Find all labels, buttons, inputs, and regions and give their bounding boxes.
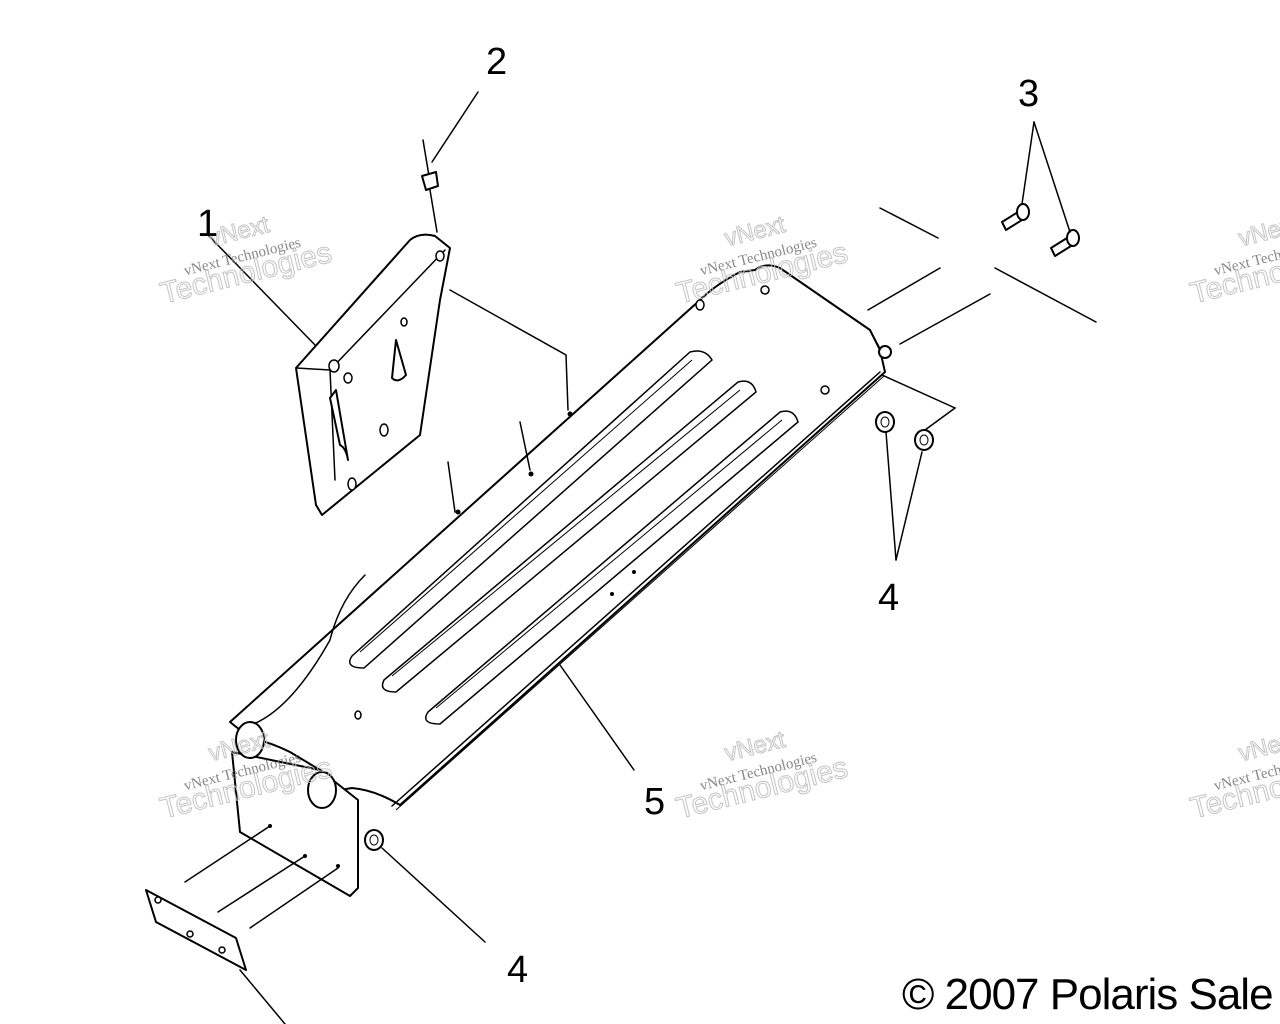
skid-plate-part-5 [229,264,892,811]
copyright-notice: © 2007 Polaris Sale [902,970,1274,1019]
callout-2: 2 [486,41,507,83]
watermark-text: Technologies [1187,751,1280,825]
rivet-part-2 [421,91,479,233]
bolts-part-3 [867,121,1097,345]
watermark-text: vNext [1236,211,1280,252]
callout-3: 3 [1018,73,1039,115]
watermark-text: vNext [1236,726,1280,767]
nut-part-4-bottom [364,829,486,943]
watermark-text: Technologies [1187,236,1280,310]
callout-4-right: 4 [878,577,899,619]
rear-bracket [231,721,359,897]
callout-5: 5 [644,781,665,823]
leader-part-5 [559,664,635,771]
backing-plate [145,825,339,1024]
callout-1: 1 [197,203,218,245]
side-bracket-part-1 [207,233,569,516]
callout-4-bottom: 4 [507,949,528,991]
nuts-part-4-right [875,374,957,561]
